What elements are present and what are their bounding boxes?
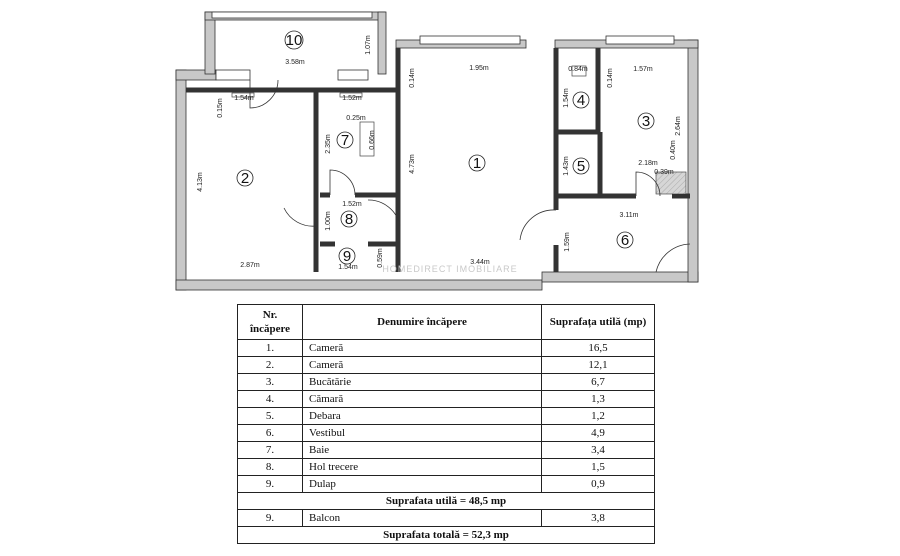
doors xyxy=(249,79,691,273)
room-7-number: 7 xyxy=(341,132,349,149)
exterior-walls xyxy=(175,11,699,291)
dim-r3-top: 1.57m xyxy=(633,66,653,73)
dim-r9-bottom: 1.54m xyxy=(338,264,358,271)
row-area: 16,5 xyxy=(541,339,655,357)
room-6-number: 6 xyxy=(621,232,629,249)
row-area: 1,5 xyxy=(541,458,655,476)
table-row: 6. Vestibul 4,9 xyxy=(237,424,655,442)
row-nr: 7. xyxy=(237,441,303,459)
dim-r8-height: 1.00m xyxy=(325,211,332,231)
windows xyxy=(211,11,675,81)
dim-r3-inner-w: 2.18m xyxy=(638,160,658,167)
row-nr: 1. xyxy=(237,339,303,357)
dim-r7-height: 2.35m xyxy=(325,134,332,154)
row-area: 1,2 xyxy=(541,407,655,425)
row-nr: 3. xyxy=(237,373,303,391)
balcony-row: 9. Balcon 3,8 xyxy=(237,509,655,527)
table-row: 7. Baie 3,4 xyxy=(237,441,655,459)
useful-total-row: Suprafata utilă = 48,5 mp xyxy=(237,492,655,510)
dim-r2-top: 1.54m xyxy=(234,95,254,102)
row-area: 12,1 xyxy=(541,356,655,374)
table-header-row: Nr. încăpere Denumire încăpere Suprafața… xyxy=(237,304,655,340)
dim-r2-top-v: 0.15m xyxy=(217,98,224,118)
row-name: Cameră xyxy=(302,356,542,374)
dim-r2-bottom: 2.87m xyxy=(240,262,260,269)
row-name: Baie xyxy=(302,441,542,459)
header-name: Denumire încăpere xyxy=(302,304,542,340)
dim-r3-inner-h: 0.40m xyxy=(670,140,677,160)
grand-total: Suprafata totală = 52,3 mp xyxy=(237,526,655,544)
row-area: 3,4 xyxy=(541,441,655,459)
dim-r1-top-v: 0.14m xyxy=(409,68,416,88)
dim-r4-height: 1.54m xyxy=(563,88,570,108)
grand-total-row: Suprafata totală = 52,3 mp xyxy=(237,526,655,544)
dim-r8-top: 1.52m xyxy=(342,201,362,208)
row-area: 0,9 xyxy=(541,475,655,493)
room-3-number: 3 xyxy=(642,113,650,130)
row-name: Bucătărie xyxy=(302,373,542,391)
watermark: HOMEDIRECT IMOBILIARE xyxy=(382,264,517,274)
rooms-table: Nr. încăpere Denumire încăpere Suprafața… xyxy=(237,304,655,544)
interior-walls xyxy=(186,48,690,272)
table-row: 8. Hol trecere 1,5 xyxy=(237,458,655,476)
room-4-number: 4 xyxy=(577,92,585,109)
dimension-labels: 3.58m 1.07m 1.54m 0.15m 4.13m 2.87m 1.52… xyxy=(197,35,682,271)
row-nr: 2. xyxy=(237,356,303,374)
room-2-number: 2 xyxy=(241,170,249,187)
dim-r7-top: 1.52m xyxy=(342,95,362,102)
balcony-area: 3,8 xyxy=(541,509,655,527)
row-area: 1,3 xyxy=(541,390,655,408)
table-row: 1. Cameră 16,5 xyxy=(237,339,655,357)
dim-balcony-depth: 1.07m xyxy=(365,35,372,55)
room-5-number: 5 xyxy=(577,158,585,175)
fixtures xyxy=(231,65,587,157)
row-name: Dulap xyxy=(302,475,542,493)
row-area: 6,7 xyxy=(541,373,655,391)
header-nr: Nr. încăpere xyxy=(237,304,303,340)
dim-r3-height: 2.64m xyxy=(675,116,682,136)
row-name: Cameră xyxy=(302,339,542,357)
table-row: 4. Cămară 1,3 xyxy=(237,390,655,408)
row-area: 4,9 xyxy=(541,424,655,442)
dim-r1-bottom: 3.44m xyxy=(470,259,490,266)
dim-r1-height: 4.73m xyxy=(409,154,416,174)
row-nr: 4. xyxy=(237,390,303,408)
floor-plan: 1 2 3 4 5 6 7 8 9 10 3.58m 1.07m 1.54m 0… xyxy=(175,11,699,291)
useful-total: Suprafata utilă = 48,5 mp xyxy=(237,492,655,510)
balcony-nr: 9. xyxy=(237,509,303,527)
balcony-name: Balcon xyxy=(302,509,542,527)
dim-r9-height: 0.59m xyxy=(377,248,384,268)
room-9-number: 9 xyxy=(343,248,351,265)
dim-r3-inner-w2: 0.39m xyxy=(654,169,674,176)
dim-r7-inner: 0.25m xyxy=(346,115,366,122)
dim-r7-side: 0.66m xyxy=(369,130,376,150)
row-name: Cămară xyxy=(302,390,542,408)
table-row: 9. Dulap 0,9 xyxy=(237,475,655,493)
table-row: 3. Bucătărie 6,7 xyxy=(237,373,655,391)
dim-r4-top: 0.84m xyxy=(568,66,588,73)
dim-r3-top-v: 0.14m xyxy=(607,68,614,88)
dim-r6-height: 1.59m xyxy=(564,232,571,252)
dim-r5-height: 1.43m xyxy=(563,156,570,176)
dim-balcony-width: 3.58m xyxy=(285,59,305,66)
dim-r6-top: 3.11m xyxy=(620,212,639,219)
row-name: Vestibul xyxy=(302,424,542,442)
room-10-number: 10 xyxy=(286,32,303,49)
row-nr: 6. xyxy=(237,424,303,442)
row-nr: 5. xyxy=(237,407,303,425)
row-nr: 8. xyxy=(237,458,303,476)
dim-r2-height: 4.13m xyxy=(197,172,204,192)
table-row: 5. Debara 1,2 xyxy=(237,407,655,425)
row-name: Hol trecere xyxy=(302,458,542,476)
room-8-number: 8 xyxy=(345,211,353,228)
dim-r1-top: 1.95m xyxy=(469,65,489,72)
row-nr: 9. xyxy=(237,475,303,493)
header-area: Suprafața utilă (mp) xyxy=(541,304,655,340)
row-name: Debara xyxy=(302,407,542,425)
room-1-number: 1 xyxy=(473,155,481,172)
room-numbers: 1 2 3 4 5 6 7 8 9 10 xyxy=(236,30,655,265)
table-row: 2. Cameră 12,1 xyxy=(237,356,655,374)
